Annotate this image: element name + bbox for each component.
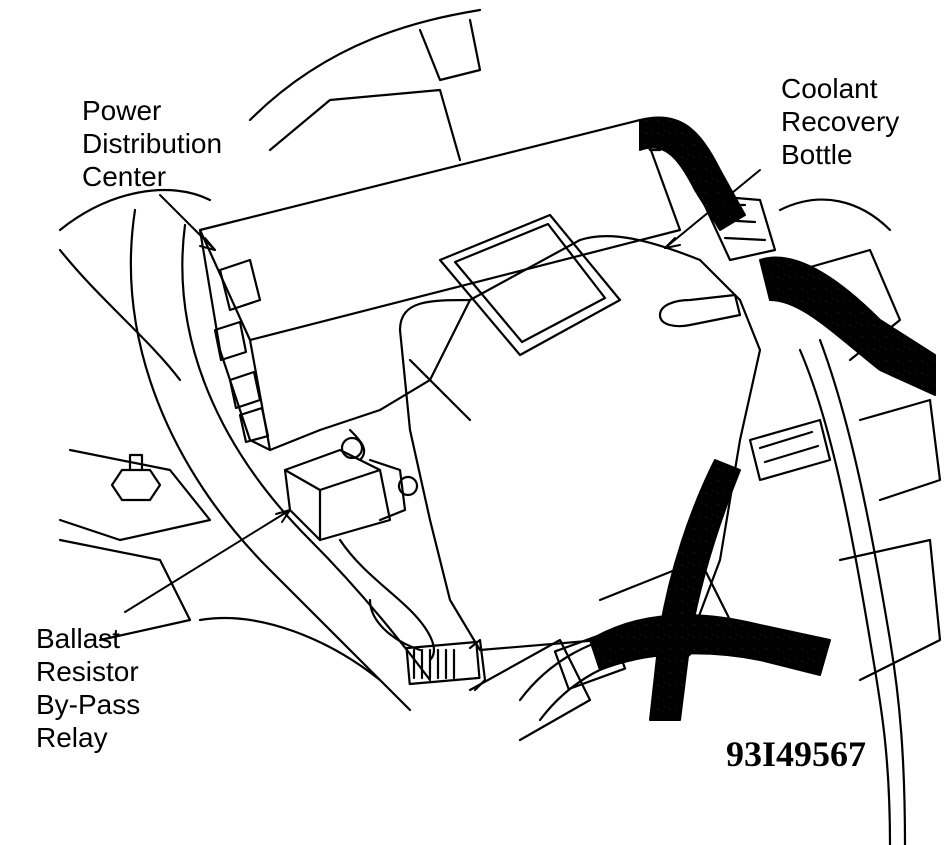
- brr-leader: [124, 509, 291, 613]
- crb-arrowhead: [664, 237, 681, 249]
- left-hose: [129, 208, 432, 712]
- label-line: Coolant: [781, 73, 878, 104]
- label-line: Recovery: [781, 106, 900, 137]
- label-line: Center: [82, 161, 167, 192]
- label-line: Ballast: [36, 623, 121, 654]
- power-distribution-center: [198, 118, 682, 452]
- label-line: Bottle: [781, 139, 853, 170]
- label-line: Relay: [36, 722, 108, 753]
- wiring-harnesses: [589, 116, 936, 721]
- relay-connector: [338, 538, 487, 692]
- label-line: Resistor: [36, 656, 139, 687]
- crb-leader: [664, 169, 761, 249]
- label-ballast-resistor-bypass-relay: Ballast Resistor By-Pass Relay: [36, 622, 140, 754]
- label-line: Power: [82, 95, 162, 126]
- pdc-leader: [159, 194, 216, 251]
- pdc-arrowhead: [199, 237, 216, 251]
- right-hoses: [518, 193, 907, 845]
- figure-number: 93I49567: [726, 734, 867, 774]
- ballast-relay: [283, 428, 419, 542]
- background-engine-parts: [58, 8, 942, 742]
- leader-lines: [124, 169, 761, 613]
- mounting-bolt: [110, 453, 162, 502]
- brr-arrowhead: [275, 509, 291, 523]
- label-line: By-Pass: [36, 689, 141, 720]
- label-coolant-recovery-bottle: Coolant Recovery Bottle: [781, 72, 899, 171]
- label-power-distribution-center: Power Distribution Center: [82, 94, 222, 193]
- label-line: Distribution: [82, 128, 223, 159]
- coolant-recovery-bottle: [398, 213, 762, 652]
